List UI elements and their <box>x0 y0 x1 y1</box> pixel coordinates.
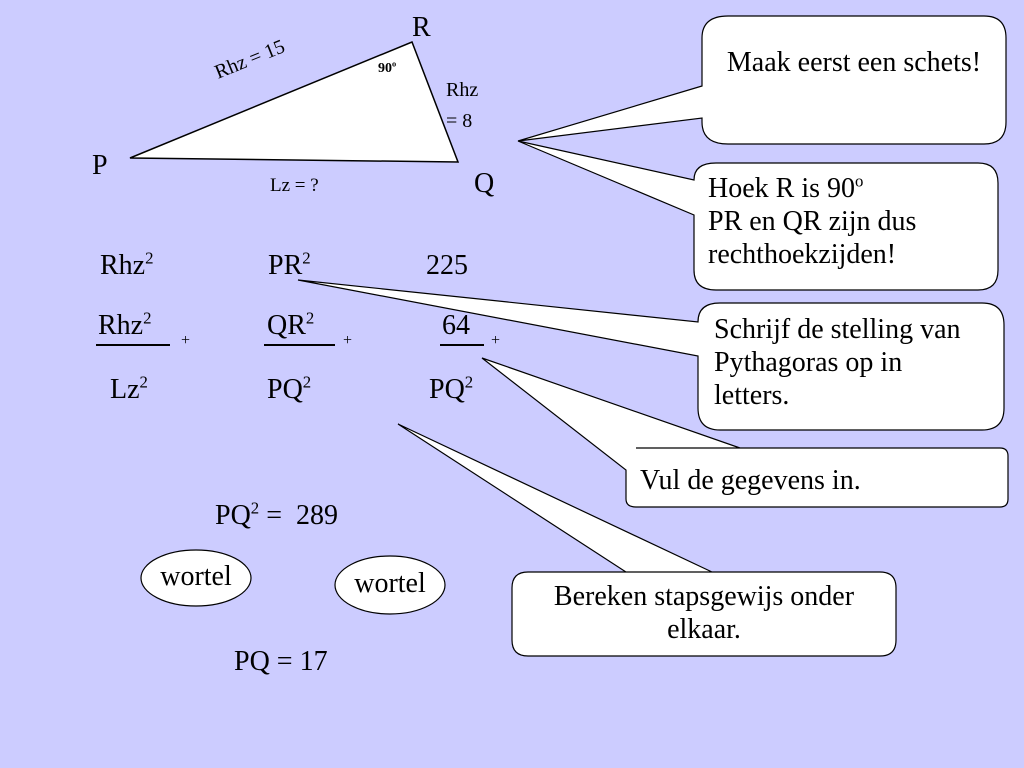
underline-col3 <box>440 344 484 346</box>
formula-r1-c2-sup: 2 <box>302 248 311 268</box>
formula-r2-c1-sup: 2 <box>143 308 152 328</box>
triangle-shape <box>129 41 460 163</box>
formula-r3-c1-sup: 2 <box>139 372 148 392</box>
callout-stelling-shape <box>297 279 1005 431</box>
formula-r3-c2-sup: 2 <box>302 372 312 392</box>
formula-r3-c3-text: PQ <box>429 374 465 405</box>
label-qr-line2: = 8 <box>446 110 473 132</box>
formula-r3-c2-text: PQ <box>267 374 303 405</box>
result-pq-eq: = <box>276 646 293 677</box>
result-pq2-value: 289 <box>295 500 338 531</box>
result-pq2: PQ2 = 289 <box>215 498 338 531</box>
angle-degree: o <box>392 59 397 69</box>
formula-r2-c2-text: QR <box>267 310 306 341</box>
result-pq2-label: PQ <box>215 500 251 531</box>
callout-gegevens-shape <box>481 357 1009 508</box>
wortel-right: wortel <box>354 568 426 599</box>
plus-col1: + <box>181 332 191 349</box>
callout-gegevens-text: Vul de gegevens in. <box>640 465 861 496</box>
formula-r1-c3: 225 <box>426 250 468 281</box>
result-pq2-eq: = <box>266 500 282 531</box>
vertex-r: R <box>412 12 431 43</box>
callout-schets-shape <box>517 15 1007 145</box>
result-pq2-sup: 2 <box>250 498 260 518</box>
formula-r2-c1: Rhz2 <box>98 308 152 341</box>
callout-hoek-line1: Hoek R is 90o <box>708 172 994 205</box>
callout-hoek-line3: rechthoekzijden! <box>708 239 897 271</box>
callout-bereken-shape <box>397 423 897 657</box>
callout-schets-text: Maak eerst een schets! <box>726 47 982 78</box>
formula-r3-c1-text: Lz <box>110 374 140 405</box>
formula-r1-c2: PR2 <box>268 248 311 281</box>
formula-r3-c3-sup: 2 <box>464 372 474 392</box>
label-pq: Lz = ? <box>270 175 319 196</box>
formula-r3-c2: PQ2 <box>267 372 312 405</box>
result-pq: PQ = 17 <box>234 648 328 676</box>
callout-bereken-text: Bereken stapsgewijs onder elkaar. <box>553 581 855 646</box>
wortel-left: wortel <box>160 561 232 592</box>
formula-r1-c2-text: PR <box>268 250 303 281</box>
formula-r1-c1-text: Rhz <box>100 250 146 281</box>
label-qr-line1: Rhz <box>446 79 479 101</box>
formula-r1-c1: Rhz2 <box>100 248 154 281</box>
wortel-left-ellipse <box>140 549 252 607</box>
formula-r2-c2-sup: 2 <box>305 308 315 328</box>
wortel-right-ellipse <box>334 555 446 615</box>
callout-hoek-shape <box>517 140 999 291</box>
callout-hoek-line1-text: Hoek R is 90 <box>708 173 855 204</box>
underline-col2 <box>264 344 335 346</box>
vertex-p: P <box>92 150 108 181</box>
formula-r3-c1: Lz2 <box>110 372 148 405</box>
formula-r2-c3: 64 <box>442 310 470 341</box>
callout-hoek-degree: o <box>855 171 864 191</box>
result-pq-value: 17 <box>299 646 328 677</box>
formula-r1-c1-sup: 2 <box>145 248 154 268</box>
callout-stelling-text: Schrijf de stelling van Pythagoras op in… <box>714 314 961 412</box>
result-pq-label: PQ <box>234 646 270 677</box>
underline-col1 <box>96 344 170 346</box>
angle-value: 90 <box>378 61 392 76</box>
plus-col3: + <box>491 332 501 349</box>
vertex-q: Q <box>474 168 495 199</box>
formula-r2-c2: QR2 <box>267 308 315 341</box>
formula-r2-c1-text: Rhz <box>98 310 144 341</box>
formula-r3-c3: PQ2 <box>429 372 474 405</box>
callout-hoek-text: Hoek R is 90o PR en QR zijn dus rechthoe… <box>708 172 994 271</box>
plus-col2: + <box>343 332 353 349</box>
angle-mark: 90o <box>378 59 397 76</box>
callout-hoek-line2: PR en QR zijn dus <box>708 206 917 238</box>
